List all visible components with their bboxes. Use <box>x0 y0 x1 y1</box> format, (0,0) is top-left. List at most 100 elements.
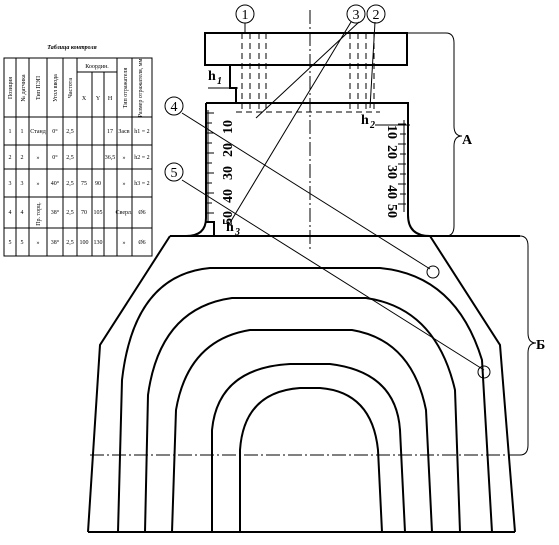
top-flange <box>204 32 408 66</box>
body-outer-left <box>87 235 171 533</box>
svg-text:Ø6: Ø6 <box>138 240 145 246</box>
svg-text:h3 = 2: h3 = 2 <box>134 181 149 187</box>
dim-h2: h 2 <box>361 113 410 131</box>
table-row: 4 4 Пр. торц. 38° 2,5 70 105 Сверл. Ø6 <box>9 202 146 226</box>
th-sensor: № датчика <box>21 74 27 101</box>
svg-text:1: 1 <box>217 76 222 87</box>
svg-text:0°: 0° <box>52 154 58 161</box>
dim-h1: h 1 <box>208 69 238 89</box>
th-freq: Частота <box>68 78 74 98</box>
svg-text:5: 5 <box>171 166 178 181</box>
contour-1 <box>117 267 493 533</box>
svg-text:2: 2 <box>9 155 12 161</box>
svg-text:h1 = 2: h1 = 2 <box>134 129 149 135</box>
part-outline <box>87 10 520 533</box>
th-type: Тип ПЭП <box>36 75 42 100</box>
contour-2 <box>144 297 461 533</box>
svg-text:17: 17 <box>107 129 113 135</box>
contour-5 <box>239 387 383 533</box>
scale-left-30: 30 <box>221 166 236 180</box>
scale-right-50: 50 <box>384 204 399 218</box>
svg-text:2,5: 2,5 <box>66 210 74 216</box>
zone-b-bracket: Б <box>519 235 545 456</box>
svg-text:Станд: Станд <box>30 129 46 135</box>
svg-text:40°: 40° <box>51 180 60 187</box>
table-border <box>3 57 153 257</box>
svg-text:3: 3 <box>234 227 240 238</box>
svg-text:Сверл.: Сверл. <box>116 210 133 216</box>
svg-text:2,5: 2,5 <box>66 181 74 187</box>
svg-text:36,5: 36,5 <box>105 155 116 161</box>
left-step <box>229 65 237 103</box>
svg-text:2,5: 2,5 <box>66 240 74 246</box>
svg-text:1: 1 <box>9 129 12 135</box>
svg-text:38°: 38° <box>51 239 60 246</box>
scale-left-40: 40 <box>221 189 236 203</box>
scale-right-30: 30 <box>384 165 399 179</box>
scale-left-20: 20 <box>221 143 236 157</box>
inspection-table: Таблица контроля Позиция № датчика Тип П… <box>3 44 153 257</box>
th-reflector-type: Тип отражателя <box>123 68 129 109</box>
svg-text:Ø6: Ø6 <box>138 210 145 216</box>
scale-right-10: 10 <box>384 125 399 139</box>
table-row: 1 1 Станд 0° 2,5 17 Засв h1 = 2 <box>9 128 150 135</box>
svg-text:5: 5 <box>21 240 24 246</box>
scale-right: 10 20 30 40 50 <box>384 120 406 218</box>
svg-text:h: h <box>208 69 216 84</box>
svg-text:»: » <box>37 155 40 161</box>
table-row: 2 2 » 0° 2,5 36,5 » h2 = 2 <box>9 154 150 161</box>
svg-text:100: 100 <box>80 240 89 246</box>
drilled-hole-5 <box>477 365 491 379</box>
svg-text:3: 3 <box>21 181 24 187</box>
svg-text:0°: 0° <box>52 128 58 135</box>
scale-left-50: 50 <box>221 211 236 225</box>
svg-text:1: 1 <box>242 8 249 23</box>
th-pos: Позиция <box>8 77 14 99</box>
th-h: H <box>108 96 113 102</box>
th-coord: Координ. <box>85 64 109 70</box>
beam-lines <box>181 21 491 379</box>
svg-text:2,5: 2,5 <box>66 155 74 161</box>
callout-5: 5 <box>164 162 184 182</box>
table-title: Таблица контроля <box>47 44 96 51</box>
drilled-hole-4 <box>426 265 440 279</box>
svg-text:Пр. торц.: Пр. торц. <box>36 202 42 226</box>
svg-text:4: 4 <box>21 210 24 216</box>
th-reflector-size: Размер отражателя, мм <box>138 58 144 117</box>
contour-4 <box>211 363 406 533</box>
svg-text:2: 2 <box>369 120 375 131</box>
zone-a-label: А <box>462 133 473 148</box>
svg-text:3: 3 <box>9 181 12 187</box>
svg-text:2: 2 <box>373 8 380 23</box>
svg-text:Засв: Засв <box>118 129 129 135</box>
svg-text:h2 = 2: h2 = 2 <box>134 155 149 161</box>
zone-b-label: Б <box>536 338 545 353</box>
svg-text:75: 75 <box>81 181 87 187</box>
svg-text:4: 4 <box>9 210 12 216</box>
svg-text:5: 5 <box>9 240 12 246</box>
zone-a-bracket: А <box>407 32 473 237</box>
svg-text:70: 70 <box>81 210 87 216</box>
callout-4: 4 <box>164 96 184 116</box>
svg-text:»: » <box>123 240 126 246</box>
scale-right-40: 40 <box>384 185 399 199</box>
scale-right-20: 20 <box>384 145 399 159</box>
svg-text:h: h <box>226 220 234 235</box>
svg-text:38°: 38° <box>51 209 60 216</box>
svg-text:3: 3 <box>353 8 360 23</box>
svg-text:105: 105 <box>94 210 103 216</box>
body-outer-right <box>429 235 516 533</box>
svg-text:130: 130 <box>94 240 103 246</box>
svg-text:»: » <box>123 155 126 161</box>
notch-h3 <box>206 221 215 236</box>
callout-2: 2 <box>366 4 386 24</box>
contour-3 <box>171 329 433 533</box>
table-row: 5 5 » 38° 2,5 100 130 » Ø6 <box>9 239 146 246</box>
svg-text:h: h <box>361 113 369 128</box>
svg-text:2,5: 2,5 <box>66 129 74 135</box>
svg-text:»: » <box>37 240 40 246</box>
th-x: X <box>82 96 87 102</box>
svg-text:90: 90 <box>95 181 101 187</box>
table-row: 3 3 » 40° 2,5 75 90 » h3 = 2 <box>9 180 150 187</box>
